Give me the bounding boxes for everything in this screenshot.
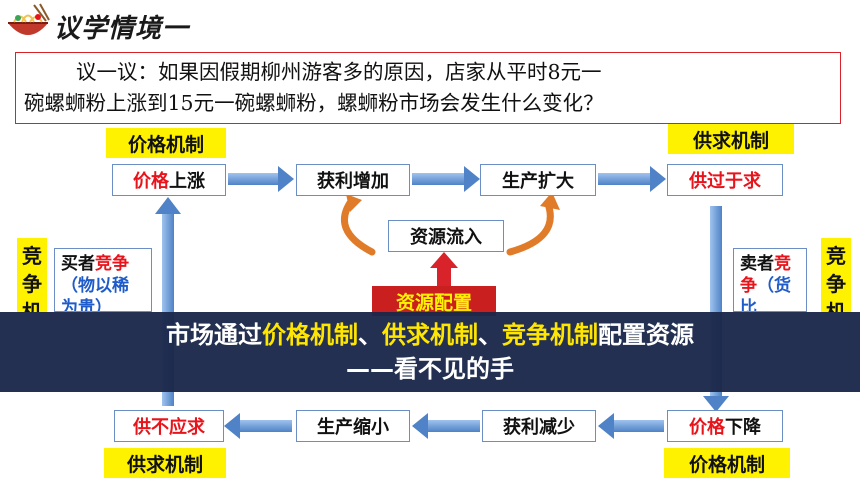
summary-banner: 市场通过价格机制、供求机制、竞争机制配置资源 ——看不见的手 — [0, 312, 860, 392]
node-price-fall-red: 价格 — [689, 417, 725, 438]
arrow-left-1 — [598, 413, 664, 439]
seller-competition-word-2: 争 — [740, 276, 757, 296]
curve-arrow-right — [506, 192, 560, 256]
banner-price-mechanism: 价格机制 — [262, 321, 358, 349]
buyer-competition-box: 买者竞争 （物以稀 为贵） — [54, 248, 152, 312]
arrow-left-2 — [412, 413, 480, 439]
buyer-note: （物以稀 — [61, 276, 129, 296]
banner-sep-2: 、 — [478, 321, 502, 349]
node-profit-decrease: 获利减少 — [482, 410, 596, 442]
question-line-1: 议一议：如果因假期柳州游客多的原因，店家从平时8元一 — [76, 60, 602, 84]
node-production-shrink: 生产缩小 — [296, 410, 410, 442]
banner-competition-mechanism: 竞争机制 — [502, 321, 598, 349]
red-up-arrow — [430, 252, 458, 288]
banner-line-2: ——看不见的手 — [346, 355, 514, 383]
arrow-left-3 — [224, 413, 292, 439]
tag-price-mechanism-bottom: 价格机制 — [664, 448, 790, 478]
node-price-rise-black: 上涨 — [169, 171, 205, 192]
buyer-label: 买者 — [61, 254, 95, 274]
node-supply-short: 供不应求 — [114, 410, 224, 442]
buyer-competition-word: 竞争 — [95, 254, 129, 274]
noodle-bowl-icon — [4, 3, 52, 45]
buyer-note-2: 为贵） — [61, 298, 112, 312]
node-production-expand: 生产扩大 — [480, 164, 596, 196]
arrow-right-2 — [412, 166, 480, 192]
node-price-rise-red: 价格 — [133, 171, 169, 192]
arrow-right-3 — [598, 166, 666, 192]
tag-supply-demand-top: 供求机制 — [668, 124, 794, 154]
banner-supply-demand-mechanism: 供求机制 — [382, 321, 478, 349]
resource-config-label: 资源配置 — [372, 286, 496, 316]
seller-competition-word-1: 竞 — [774, 254, 791, 274]
seller-note: （货 — [757, 276, 791, 296]
tag-supply-demand-bottom: 供求机制 — [104, 448, 226, 478]
banner-prefix: 市场通过 — [166, 321, 262, 349]
node-profit-increase: 获利增加 — [296, 164, 410, 196]
vtag-competition-right: 竞争机 — [821, 238, 851, 312]
arrow-right-1 — [228, 166, 294, 192]
node-resource-inflow: 资源流入 — [388, 220, 504, 252]
seller-label: 卖者 — [740, 254, 774, 274]
tag-price-mechanism-top: 价格机制 — [106, 128, 226, 158]
banner-line-1: 市场通过价格机制、供求机制、竞争机制配置资源 — [0, 318, 860, 352]
node-price-fall: 价格下降 — [667, 410, 783, 442]
node-supply-exceeds: 供过于求 — [667, 164, 783, 196]
banner-suffix: 配置资源 — [598, 321, 694, 349]
question-line-2: 碗螺蛳粉上涨到15元一碗螺蛳粉，螺蛳粉市场会发生什么变化？ — [24, 91, 604, 115]
node-price-rise: 价格上涨 — [112, 164, 226, 196]
vtag-competition-left: 竞争机 — [17, 238, 47, 312]
page-title: 议学情境一 — [54, 14, 190, 44]
seller-note-2: 比 — [740, 298, 757, 312]
question-box: 议一议：如果因假期柳州游客多的原因，店家从平时8元一 碗螺蛳粉上涨到15元一碗螺… — [15, 52, 841, 124]
banner-sep-1: 、 — [358, 321, 382, 349]
curve-arrow-left — [340, 194, 376, 256]
seller-competition-box: 卖者竞 争（货 比 — [733, 248, 807, 312]
node-price-fall-black: 下降 — [725, 417, 761, 438]
